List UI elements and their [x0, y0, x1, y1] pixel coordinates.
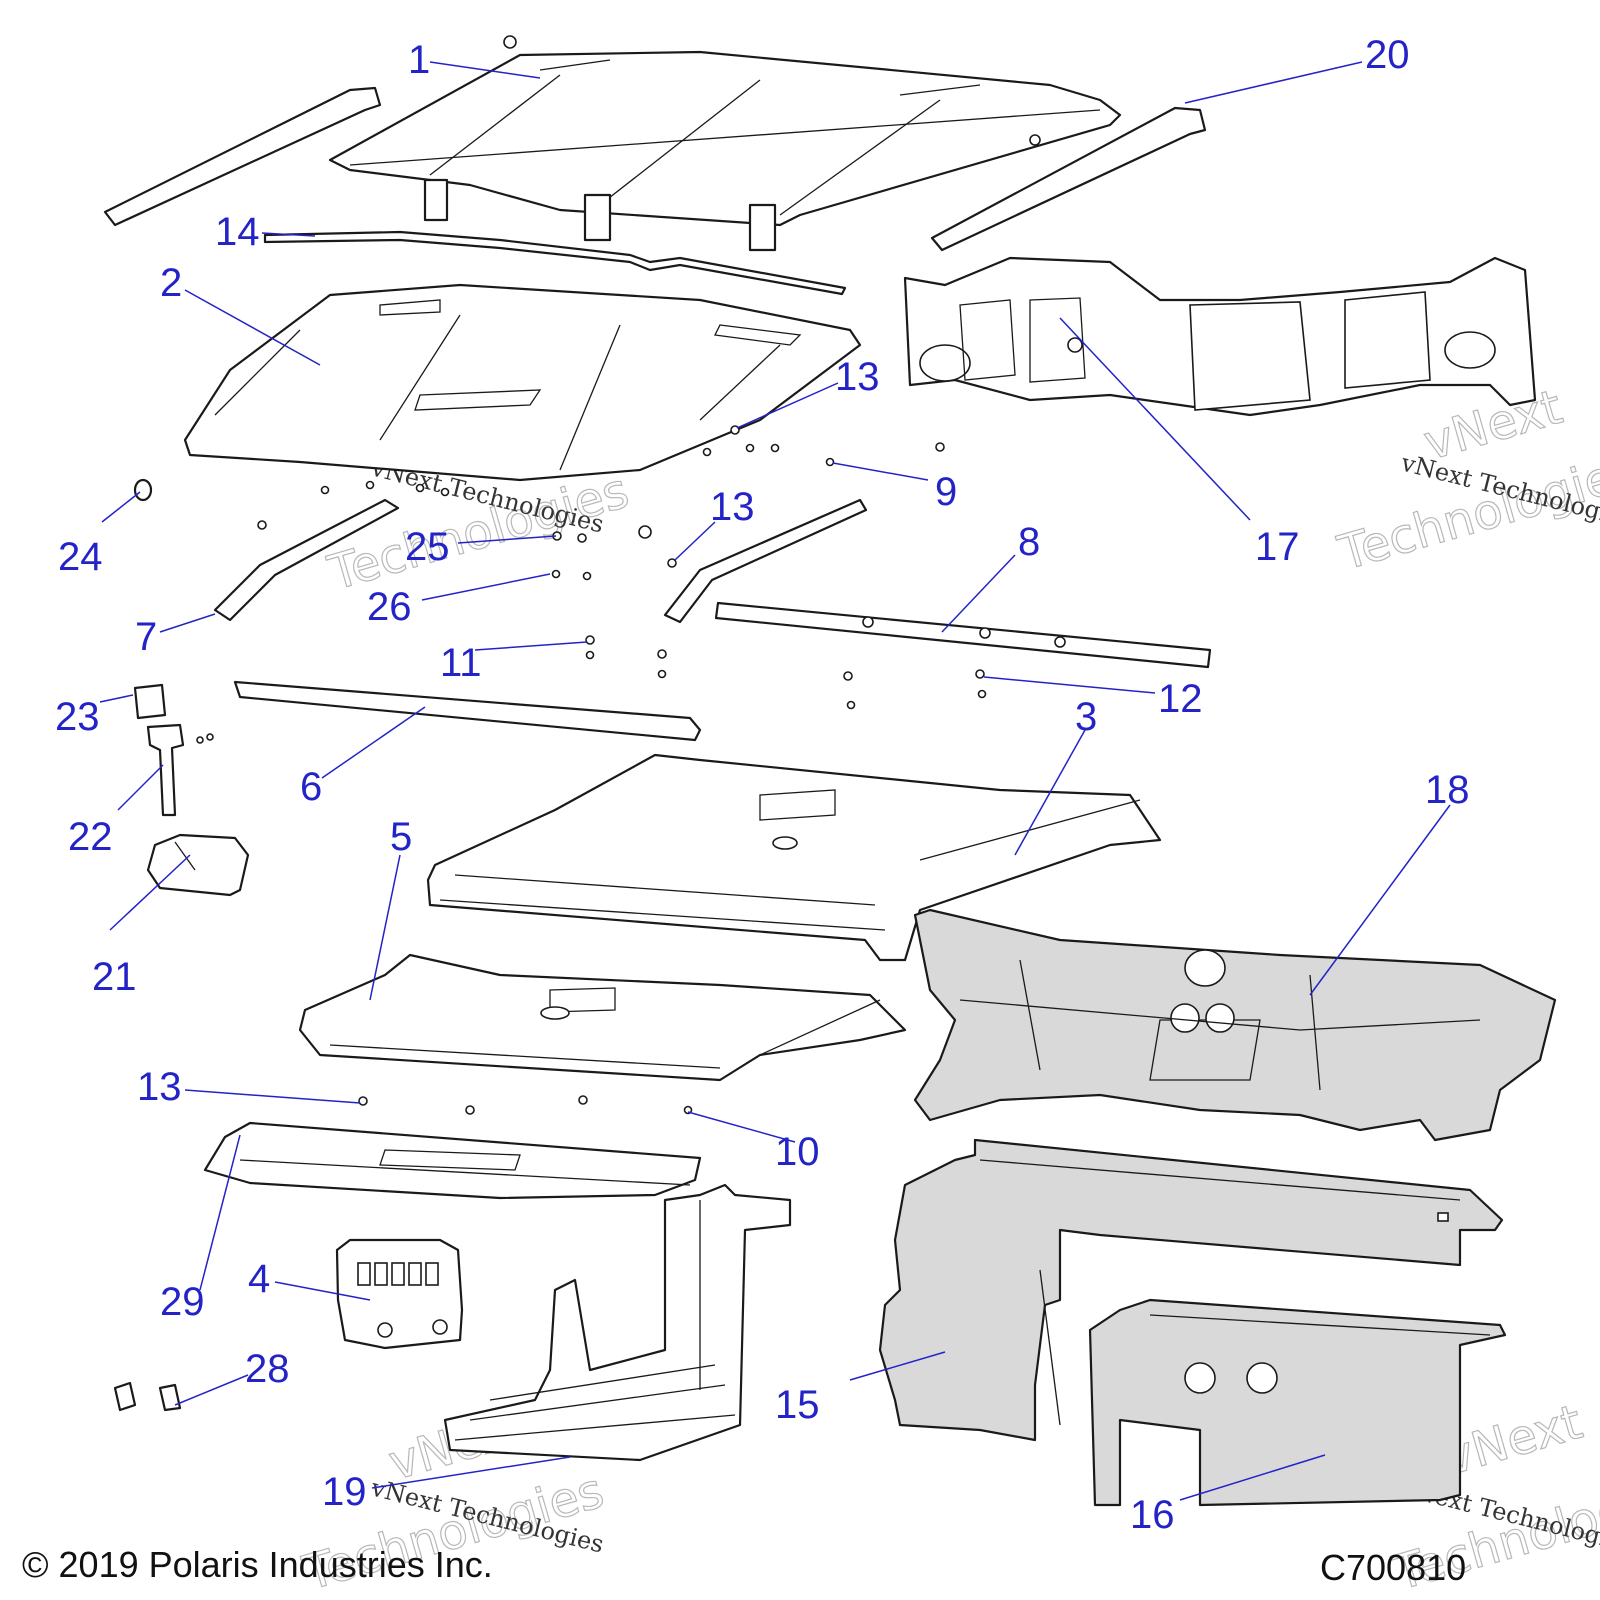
part-15-seal — [263, 230, 847, 296]
callout-7: 7 — [135, 615, 157, 659]
leader-lines — [99, 61, 1451, 1501]
part-3-rear-panel — [426, 753, 1162, 962]
callout-13-bottom: 13 — [137, 1065, 182, 1109]
callout-21: 20 — [1365, 33, 1410, 77]
callout-20: 19 — [322, 1470, 367, 1514]
part-5-lower-liner — [298, 953, 907, 1082]
callout-12: 12 — [1158, 677, 1203, 721]
callout-22: 21 — [92, 955, 137, 999]
part-16-side-panel — [878, 1138, 1504, 1442]
part-29-footwell-trim — [203, 1121, 702, 1200]
callout-16: 15 — [775, 1383, 820, 1427]
callout-15: 14 — [215, 210, 260, 254]
callout-2: 2 — [160, 261, 182, 305]
callout-18: 17 — [1255, 525, 1300, 569]
fasteners — [196, 425, 987, 1115]
part-6-weather-strip — [233, 680, 702, 742]
part-19-floor-panel — [913, 908, 1557, 1142]
part-8-cross-bar — [714, 601, 1212, 669]
callout-9: 9 — [935, 470, 957, 514]
callout-24: 23 — [55, 695, 100, 739]
part-17-rear-panel — [1088, 1298, 1507, 1507]
callout-27: 26 — [367, 585, 412, 629]
part-7-pillar-trims — [213, 498, 868, 624]
part-23-mirror-arm — [146, 723, 185, 817]
callout-labels: 1 20 14 2 13 9 17 24 25 13 26 8 7 11 12 … — [55, 33, 1470, 1537]
part-4-switch-panel — [335, 1238, 464, 1350]
part-25-clip — [133, 478, 153, 502]
callout-26: 25 — [405, 525, 450, 569]
part-22-mirror — [146, 833, 250, 897]
callout-8: 8 — [1018, 520, 1040, 564]
callout-25: 24 — [58, 535, 103, 579]
callout-4: 4 — [248, 1257, 270, 1301]
part-18-dash-bar — [903, 256, 1537, 417]
callout-3: 3 — [1075, 695, 1097, 739]
part-21-roof-rails — [103, 86, 1207, 252]
callout-6: 6 — [300, 765, 322, 809]
part-20-floor-tray — [443, 1183, 792, 1462]
part-2-roof-liner — [183, 283, 862, 482]
callout-1: 1 — [408, 38, 430, 82]
callout-23: 22 — [68, 815, 113, 859]
copyright-text: © 2019 Polaris Industries Inc. — [22, 1544, 493, 1585]
callout-28: 28 — [245, 1347, 290, 1391]
part-28-clips — [113, 1381, 182, 1412]
callout-19: 18 — [1425, 768, 1470, 812]
figure-code: C700810 — [1320, 1547, 1466, 1588]
callout-10: 10 — [775, 1130, 820, 1174]
part-1-roof — [328, 35, 1122, 252]
callout-17: 16 — [1130, 1493, 1175, 1537]
callout-11: 11 — [440, 641, 482, 685]
callout-29: 29 — [160, 1280, 205, 1324]
callout-13-top: 13 — [835, 355, 880, 399]
callout-5: 5 — [390, 815, 412, 859]
callout-14: 13 — [710, 485, 755, 529]
part-24-bracket — [133, 683, 167, 720]
